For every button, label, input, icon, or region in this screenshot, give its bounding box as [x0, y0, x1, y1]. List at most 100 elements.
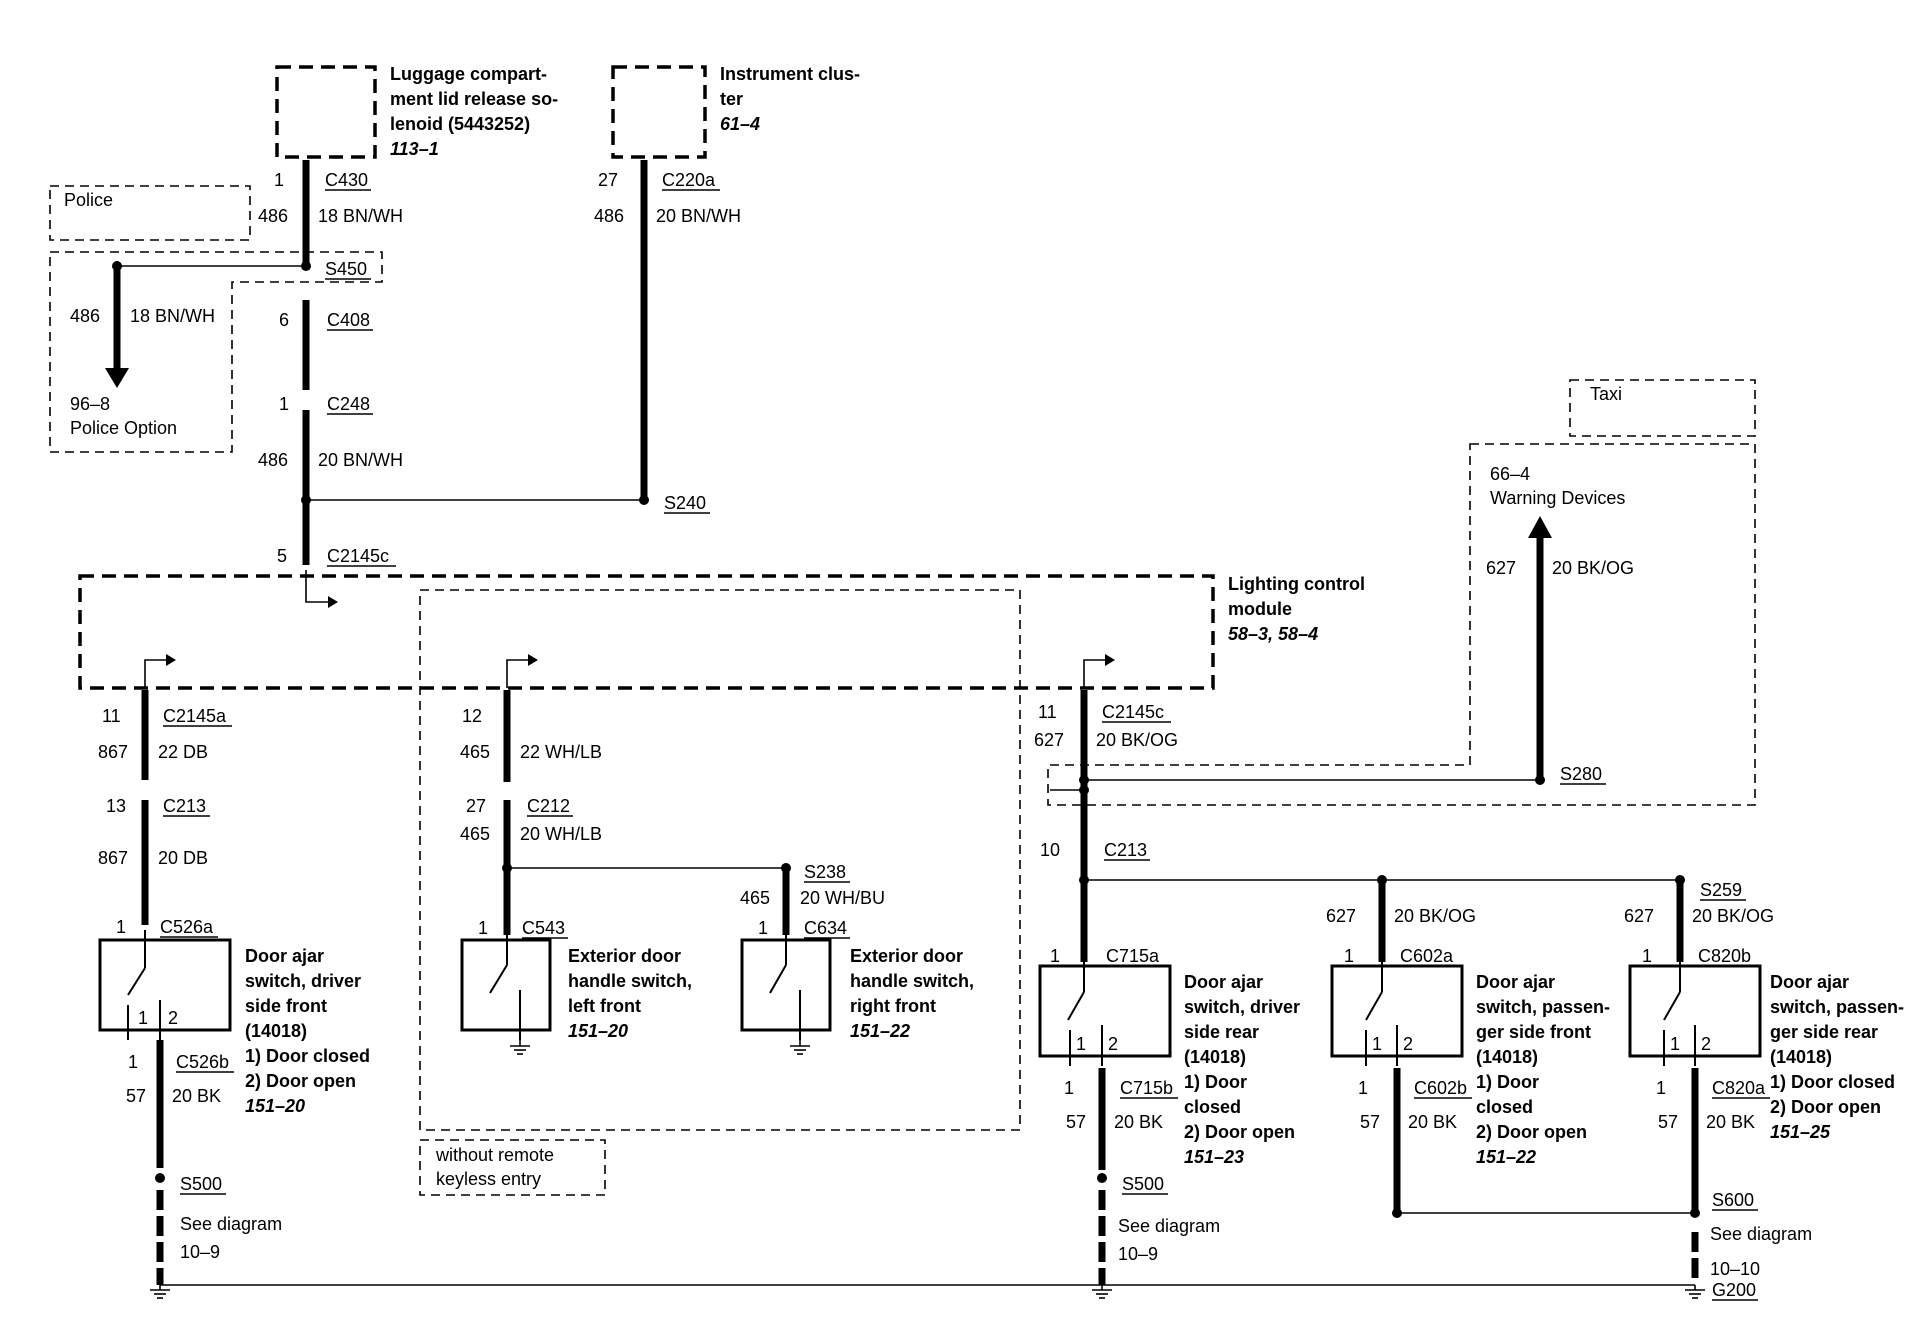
wire-spec: 20 BK/OG: [1692, 906, 1774, 926]
pin-number: 10: [1040, 840, 1060, 860]
s600-left-dot: [1392, 1208, 1402, 1218]
wire-spec: 20 BK: [172, 1086, 221, 1106]
police-option-region: [49, 251, 383, 453]
instrument-cluster-label: Instrument clus- ter 61–4: [720, 64, 865, 134]
police-option-label-box: [49, 185, 251, 241]
connector-c212: C212: [527, 796, 570, 816]
door-ajar-switch-passenger-front: [1330, 958, 1464, 1066]
lcm-output-stub-2: [506, 659, 530, 688]
connector-c2145c-right: C2145c: [1102, 702, 1164, 722]
wire-spec: 22 DB: [158, 742, 208, 762]
pin-number: 1: [1358, 1078, 1368, 1098]
taxi-label-box: [1569, 379, 1756, 437]
s240-dot: [639, 495, 649, 505]
connector-s450: S450: [325, 259, 367, 279]
connector-c602b: C602b: [1414, 1078, 1467, 1098]
luggage-solenoid-label: Luggage compart- ment lid release so- le…: [390, 64, 563, 159]
wire-spec: 20 BN/WH: [656, 206, 741, 226]
door-ajar-passenger-rear-label: Door ajar switch, passen- ger side rear …: [1770, 972, 1909, 1142]
exterior-handle-switch-right-front: [740, 930, 832, 1040]
connector-c715b: C715b: [1120, 1078, 1173, 1098]
luggage-solenoid-box: [275, 65, 377, 159]
s600-dot: [1690, 1208, 1700, 1218]
switch-terminal: 1: [1076, 1034, 1086, 1054]
lighting-control-module-box: [78, 574, 1215, 690]
s259-dot: [1675, 875, 1685, 885]
s450-police-dot: [112, 261, 122, 271]
lcm-output-flag-1-icon: [166, 654, 176, 666]
connector-c408: C408: [327, 310, 370, 330]
wire-spec: 20 BK/OG: [1394, 906, 1476, 926]
circuit-number: 627: [1034, 730, 1064, 750]
connector-c820b: C820b: [1698, 946, 1751, 966]
keyless-entry-label-box: [419, 1139, 606, 1196]
ground-icon: [1092, 1285, 1112, 1299]
wire-spec: 20 BK: [1114, 1112, 1163, 1132]
wire-spec: 20 BK: [1408, 1112, 1457, 1132]
pin-number: 1: [1344, 946, 1354, 966]
connector-c602a: C602a: [1400, 946, 1454, 966]
pin-number: 1: [274, 170, 284, 190]
connector-c213-left: C213: [163, 796, 206, 816]
pin-number: 1: [1642, 946, 1652, 966]
connector-s238: S238: [804, 862, 846, 882]
s280-left-dot-2: [1079, 785, 1089, 795]
lcm-output-flag-3-icon: [1105, 654, 1115, 666]
connector-c526b: C526b: [176, 1052, 229, 1072]
connector-c248: C248: [327, 394, 370, 414]
s450-dot: [301, 261, 311, 271]
arrow-down-icon: [105, 368, 129, 388]
switch-terminal: 1: [1372, 1034, 1382, 1054]
police-label: Police: [64, 190, 113, 210]
pin-number: 1: [128, 1052, 138, 1072]
s259-left-dot: [1079, 875, 1089, 885]
ground-icon: [510, 1040, 530, 1055]
taxi-label: Taxi: [1590, 384, 1622, 404]
circuit-number: 486: [258, 206, 288, 226]
pin-number: 1: [279, 394, 289, 414]
connector-s240: S240: [664, 493, 706, 513]
door-ajar-switch-driver-front: [98, 930, 232, 1040]
pin-number: 6: [279, 310, 289, 330]
switch-terminal: 2: [1701, 1034, 1711, 1054]
lcm-input-flag-icon: [328, 596, 338, 608]
pin-number: 13: [106, 796, 126, 816]
circuit-number: 867: [98, 848, 128, 868]
s238-left-dot: [502, 863, 512, 873]
circuit-number: 57: [1360, 1112, 1380, 1132]
pin-number: 27: [598, 170, 618, 190]
pin-number: 1: [758, 918, 768, 938]
pin-number: 11: [1038, 702, 1057, 722]
keyless-entry-region: [419, 589, 1021, 1131]
ground-icon: [1685, 1285, 1705, 1299]
door-ajar-switch-passenger-rear: [1628, 958, 1762, 1066]
connector-g200: G200: [1712, 1280, 1756, 1300]
lcm-output-flag-2-icon: [528, 654, 538, 666]
keyless-entry-label: without remote keyless entry: [435, 1145, 559, 1189]
door-ajar-driver-rear-label: Door ajar switch, driver side rear (1401…: [1184, 972, 1305, 1167]
ground-icon: [150, 1285, 170, 1299]
connector-s500-left: S500: [180, 1174, 222, 1194]
circuit-number: 486: [258, 450, 288, 470]
door-ajar-driver-front-label: Door ajar switch, driver side front (140…: [245, 946, 375, 1116]
circuit-number: 57: [1066, 1112, 1086, 1132]
circuit-number: 57: [126, 1086, 146, 1106]
wire-spec: 20 BN/WH: [318, 450, 403, 470]
circuit-number: 465: [460, 824, 490, 844]
warning-devices-ref: 66–4 Warning Devices: [1490, 464, 1625, 508]
switch-terminal: 1: [1670, 1034, 1680, 1054]
connector-c430: C430: [325, 170, 368, 190]
lcm-output-stub-1: [144, 659, 168, 688]
connector-c543: C543: [522, 918, 565, 938]
circuit-number: 57: [1658, 1112, 1678, 1132]
pin-number: 1: [1064, 1078, 1074, 1098]
lcm-input-stub: [305, 570, 330, 603]
lighting-control-module-label: Lighting control module 58–3, 58–4: [1228, 574, 1370, 644]
s238-dot: [781, 863, 791, 873]
s240-left-dot: [301, 495, 311, 505]
circuit-number: 627: [1624, 906, 1654, 926]
police-option-ref: 96–8 Police Option: [70, 394, 177, 438]
switch-terminal: 2: [168, 1008, 178, 1028]
connector-c820a: C820a: [1712, 1078, 1766, 1098]
